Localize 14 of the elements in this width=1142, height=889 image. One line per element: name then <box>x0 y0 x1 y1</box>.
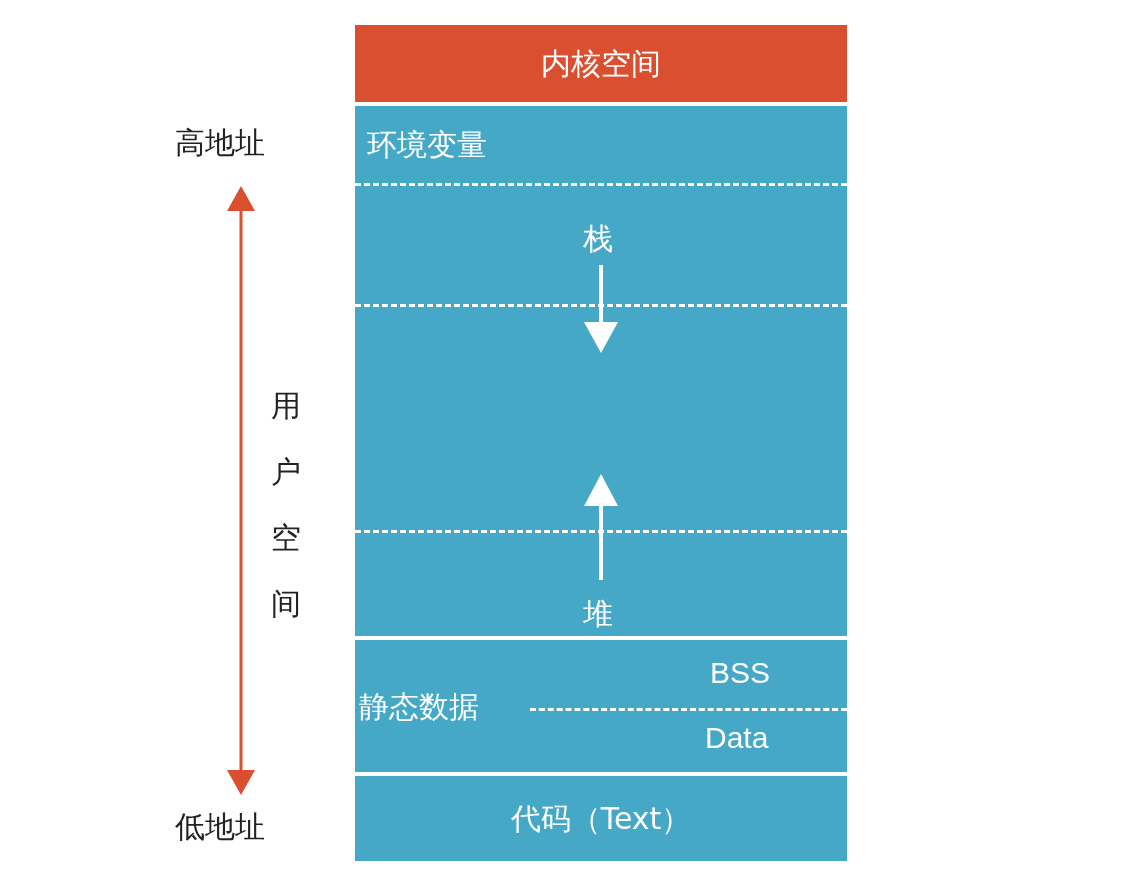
region-label: 环境变量 <box>367 128 487 161</box>
segment-label: Data <box>705 721 769 754</box>
kernel-space-band <box>355 25 847 102</box>
static-data-band <box>355 640 847 772</box>
address-label: 低地址 <box>175 810 265 843</box>
region-label: 栈 <box>583 222 613 255</box>
code-segment-band <box>355 776 847 861</box>
address-label: 高地址 <box>175 126 265 159</box>
region-label: 堆 <box>583 597 613 630</box>
space-label: 用户空间 <box>271 387 301 623</box>
region-label: 代码（Text） <box>509 801 693 835</box>
region-label: 静态数据 <box>359 690 479 723</box>
segment-label: BSS <box>710 656 771 689</box>
region-label: 内核空间 <box>540 46 662 80</box>
